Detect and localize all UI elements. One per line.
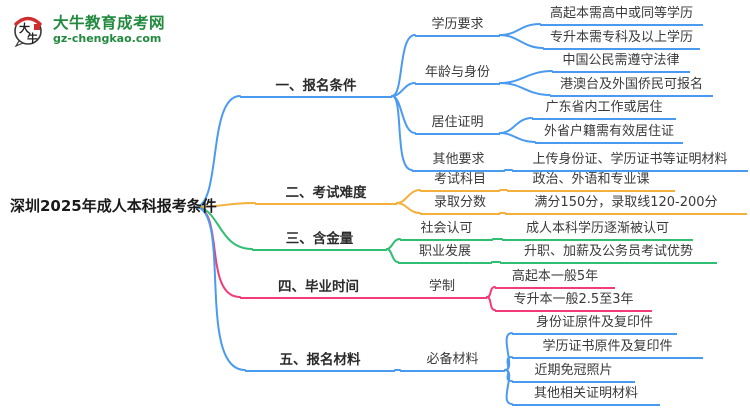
leaf-node: 专升本需专科及以上学历: [543, 28, 700, 50]
subtopic-node: 其他要求: [412, 150, 505, 172]
subtopic-node: 必备材料: [400, 350, 505, 372]
branch-node-5: 五、报名材料: [245, 350, 395, 372]
leaf-node: 中国公民需遵守法律: [552, 51, 690, 73]
site-logo[interactable]: 大 牛 大牛教育成考网 gz-chengkao.com: [12, 12, 165, 48]
leaf-node: 升职、加薪及公务员考试优势: [500, 242, 717, 264]
leaf-node: 近期免冠照片: [512, 361, 635, 383]
leaf-node: 成人本科学历逐渐被认可: [502, 219, 693, 241]
svg-text:大: 大: [19, 21, 30, 35]
site-url: gz-chengkao.com: [53, 31, 162, 45]
leaf-node: 上传身份证、学历证书等证明材料: [512, 150, 748, 172]
subtopic-node: 学制: [397, 277, 487, 299]
subtopic-node: 社会认可: [400, 219, 493, 241]
branch-node-3: 三、含金量: [252, 229, 387, 251]
leaf-node: 广东省内工作或居住: [532, 98, 676, 120]
leaf-node: 港澳台及外国侨民可报名: [550, 75, 713, 97]
subtopic-node: 录取分数: [420, 193, 500, 215]
leaf-node: 身份证原件及复印件: [512, 313, 677, 335]
leaf-node: 政治、外语和专业课: [507, 170, 675, 192]
subtopic-node: 考试科目: [420, 170, 500, 192]
leaf-node: 其他相关证明材料: [512, 384, 660, 406]
leaf-node: 外省户籍需有效居住证: [535, 122, 683, 144]
leaf-node: 满分150分，录取线120-200分: [505, 193, 747, 215]
subtopic-node: 职业发展: [398, 242, 492, 264]
branch-node-2: 二、考试难度: [255, 183, 397, 205]
branch-node-1: 一、报名条件: [240, 76, 392, 98]
subtopic-node: 居住证明: [415, 113, 500, 135]
root-node: 深圳2025年成人本科报考条件: [10, 197, 217, 215]
daniu-logo-icon: 大 牛: [14, 16, 42, 48]
leaf-node: 专升本一般2.5至3年: [495, 290, 652, 312]
site-name: 大牛教育成考网: [53, 13, 166, 32]
leaf-node: 学历证书原件及复印件: [512, 337, 703, 359]
leaf-node: 高起本需高中或同等学历: [540, 4, 703, 26]
subtopic-node: 年龄与身份: [415, 63, 500, 85]
leaf-node: 高起本一般5年: [495, 267, 615, 289]
subtopic-node: 学历要求: [415, 15, 500, 37]
branch-node-4: 四、毕业时间: [240, 277, 397, 299]
svg-text:牛: 牛: [27, 31, 38, 45]
